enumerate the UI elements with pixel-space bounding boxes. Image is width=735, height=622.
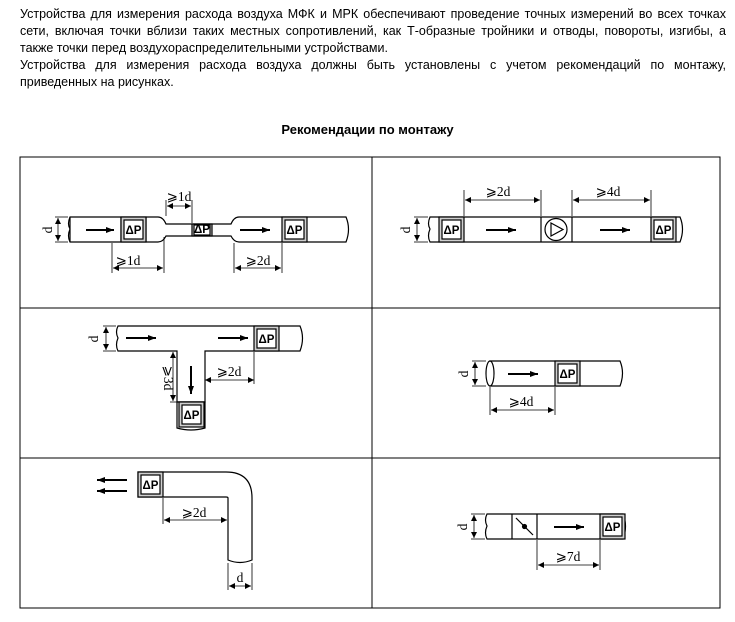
dim-d: d — [40, 226, 55, 233]
dim-ge-2d: ⩾2d — [182, 505, 207, 520]
dim-d: d — [398, 226, 413, 233]
panel-fan — [414, 190, 684, 243]
dim-ge-7d: ⩾7d — [556, 549, 581, 564]
dim-ge-4d: ⩾4d — [509, 394, 534, 409]
dim-d: d — [455, 523, 470, 530]
dp-label: ΔP — [656, 225, 672, 237]
dim-ge-3d: ⩾3d — [161, 366, 176, 391]
intro-paragraph-1: Устройства для измерения расхода воздуха… — [20, 7, 726, 55]
dim-d: d — [86, 335, 101, 342]
panel-damper — [471, 513, 627, 570]
dim-ge-1d: ⩾1d — [116, 253, 141, 268]
dim-ge-2d: ⩾2d — [246, 253, 271, 268]
intro-paragraph-2: Устройства для измерения расхода воздуха… — [20, 58, 726, 89]
dp-label: ΔP — [560, 369, 576, 381]
panel-elbow — [97, 471, 253, 590]
dp-label: ΔP — [287, 225, 303, 237]
dp-label: ΔP — [184, 410, 200, 422]
dim-d: d — [456, 370, 471, 377]
dp-label: ΔP — [259, 334, 275, 346]
dim-d: d — [237, 570, 244, 585]
dp-label: ΔP — [143, 480, 159, 492]
dim-ge-1d: ⩾1d — [167, 189, 192, 204]
dim-ge-2d: ⩾2d — [217, 364, 242, 379]
panel-inlet — [472, 360, 624, 415]
panel-contraction — [55, 200, 350, 273]
diagram-grid-frame — [19, 156, 721, 609]
dp-label: ΔP — [444, 225, 460, 237]
dp-label: ΔP — [126, 225, 142, 237]
section-heading: Рекомендации по монтажу — [281, 122, 454, 137]
dim-ge-4d: ⩾4d — [596, 184, 621, 199]
panel-tee — [103, 325, 304, 431]
dp-label: ΔP — [194, 224, 210, 236]
dim-ge-2d: ⩾2d — [486, 184, 511, 199]
dp-label: ΔP — [605, 522, 621, 534]
intro-text: Устройства для измерения расхода воздуха… — [20, 6, 726, 91]
